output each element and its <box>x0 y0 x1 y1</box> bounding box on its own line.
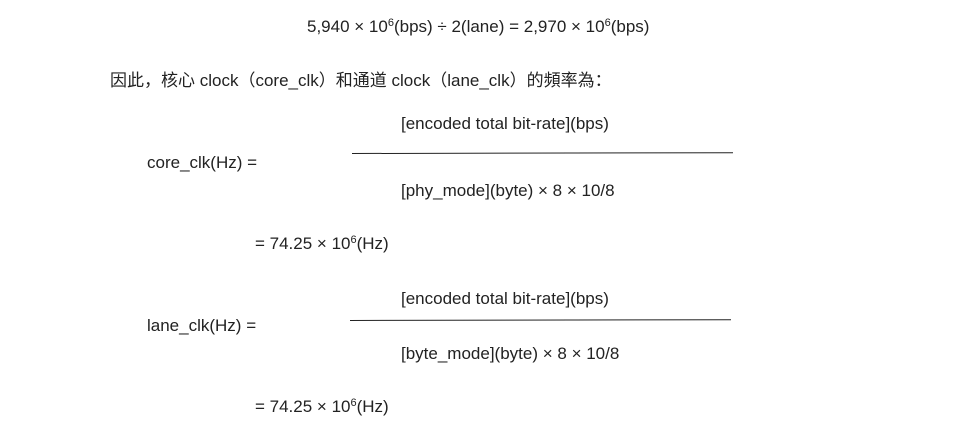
lane-clk-denominator: [byte_mode](byte) × 8 × 10/8 <box>401 344 620 363</box>
throughput-middle: (bps) ÷ 2(lane) = 2,970 × 10 <box>393 17 605 36</box>
throughput-lhs-mantissa: 5,940 × 10 <box>307 17 388 36</box>
core-clk-result-unit: (Hz) <box>356 234 389 253</box>
lane-clk-result-exponent: 6 <box>350 397 357 409</box>
throughput-rhs-unit: (bps) <box>610 17 650 36</box>
throughput-lhs-exponent: 6 <box>387 17 394 29</box>
throughput-equation: 5,940 × 106(bps) ÷ 2(lane) = 2,970 × 106… <box>307 16 649 38</box>
lane-clk-fraction-bar <box>349 319 732 321</box>
lane-clk-result: = 74.25 × 106(Hz) <box>255 396 389 418</box>
core-clk-fraction-bar <box>351 152 734 154</box>
lane-clk-lhs: lane_clk(Hz) = <box>147 316 257 335</box>
throughput-rhs-exponent: 6 <box>604 17 611 29</box>
core-clk-result: = 74.25 × 106(Hz) <box>255 233 389 255</box>
core-clk-result-exponent: 6 <box>350 234 357 246</box>
lane-clk-result-prefix: = 74.25 × 10 <box>255 397 351 416</box>
core-clk-numerator: [encoded total bit-rate](bps) <box>401 114 609 133</box>
intro-sentence: 因此，核心 clock（core_clk）和通道 clock（lane_clk）… <box>110 71 612 90</box>
lane-clk-numerator: [encoded total bit-rate](bps) <box>401 289 609 308</box>
core-clk-denominator: [phy_mode](byte) × 8 × 10/8 <box>401 181 615 200</box>
core-clk-result-prefix: = 74.25 × 10 <box>255 234 351 253</box>
lane-clk-result-unit: (Hz) <box>356 397 389 416</box>
core-clk-lhs: core_clk(Hz) = <box>147 153 258 172</box>
